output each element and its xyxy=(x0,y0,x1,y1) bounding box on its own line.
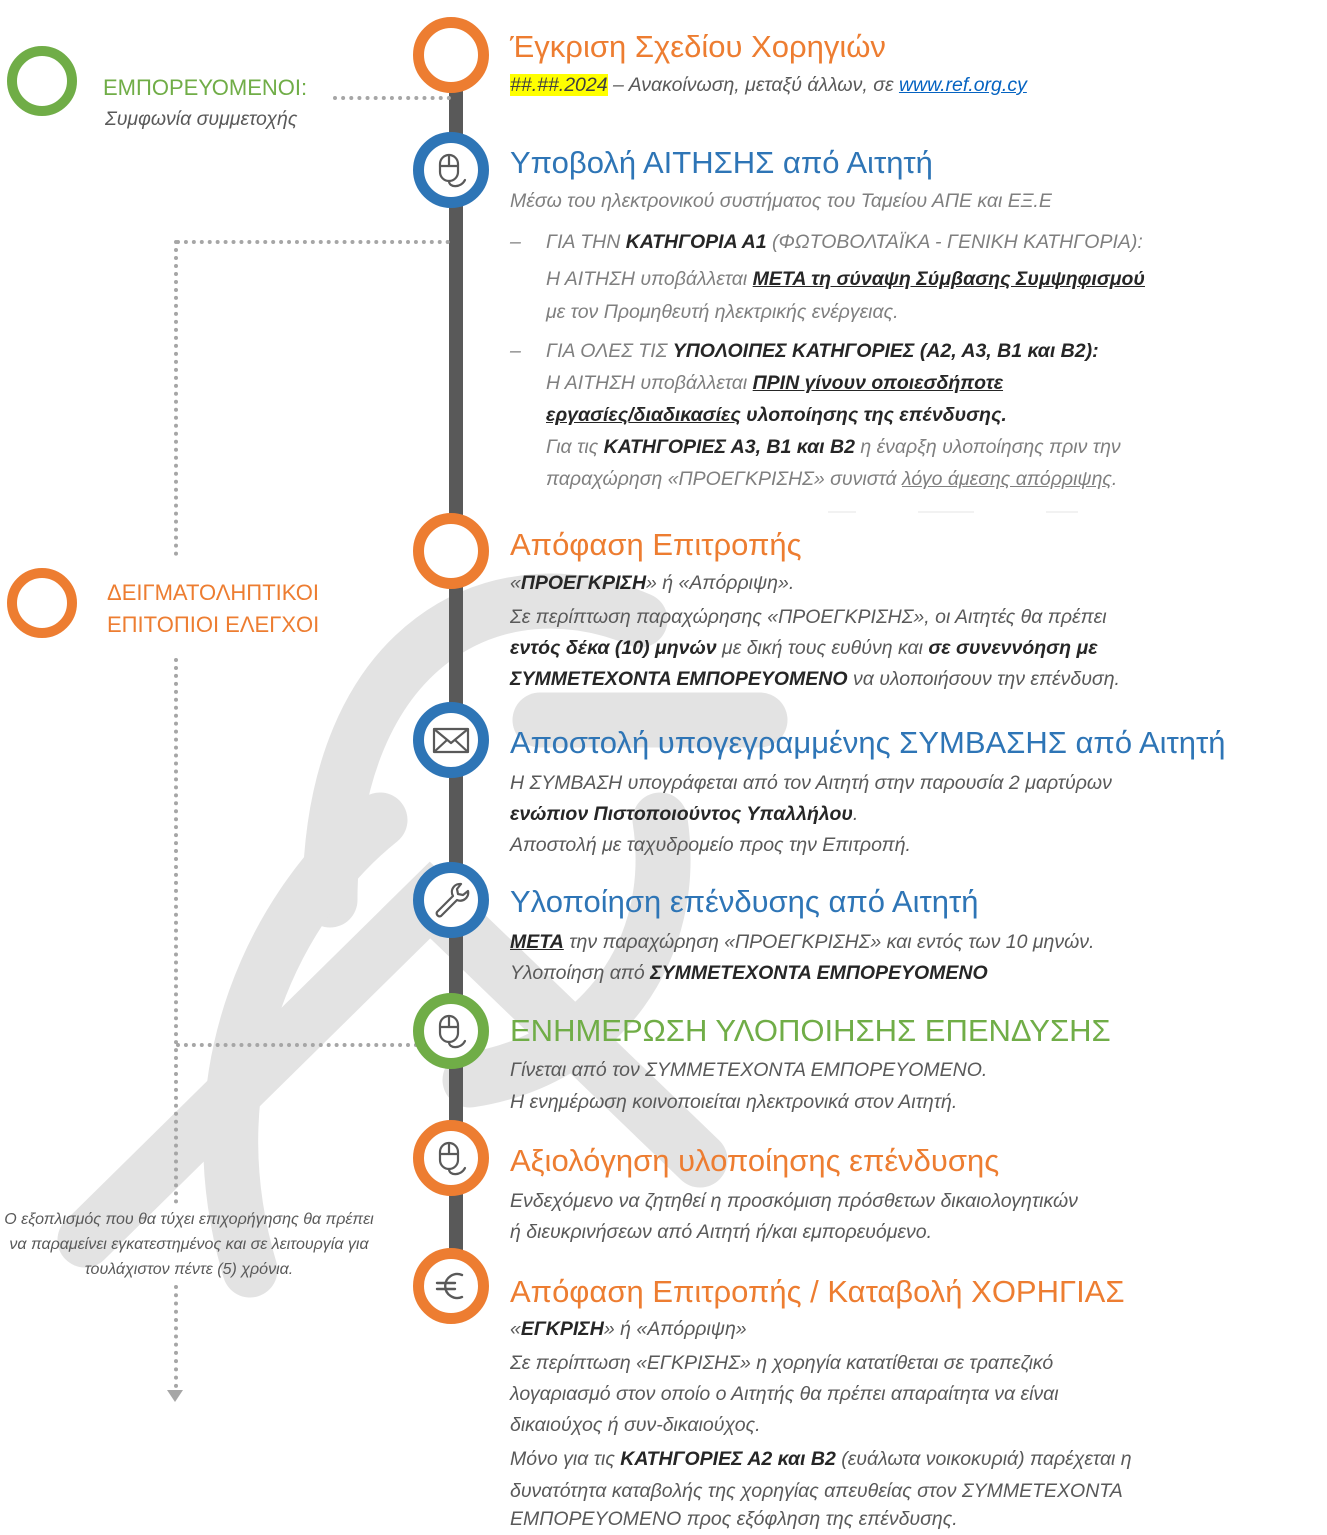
step-3-line1: «ΠΡΟΕΓΚΡΙΣΗ» ή «Απόρριψη». xyxy=(510,572,795,594)
step-8-line6: δυνατότητα καταβολής της χορηγίας απευθε… xyxy=(510,1480,1123,1502)
wrench-icon xyxy=(435,882,470,918)
step-4-line1: Η ΣΥΜΒΑΣΗ υπογράφεται από τον Αιτητή στη… xyxy=(510,772,1112,794)
step-7-title: Αξιολόγηση υλοποίησης επένδυσης xyxy=(510,1143,1000,1178)
inspection-line-top xyxy=(174,240,178,556)
step-3-line2: Σε περίπτωση παραχώρησης «ΠΡΟΕΓΚΡΙΣΗΣ», … xyxy=(510,606,1107,628)
ref-website-link[interactable]: www.ref.org.cy xyxy=(898,74,1027,96)
step-6-title: ΕΝΗΜΕΡΩΣΗ ΥΛΟΠΟΙΗΣΗΣ ΕΠΕΝΔΥΣΗΣ xyxy=(510,1013,1111,1048)
equipment-note: Ο εξοπλισμός που θα τύχει επιχορήγησης θ… xyxy=(4,1211,374,1278)
mouse-icon xyxy=(438,1141,467,1176)
step-8-line3: λογαριασμό στον οποίο ο Αιτητής θα πρέπε… xyxy=(510,1383,1059,1405)
step-5-circle xyxy=(413,862,489,938)
step-8-line1: «ΕΓΚΡΙΣΗ» ή «Απόρριψη» xyxy=(510,1318,747,1340)
step-2-title: Υποβολή ΑΙΤΗΣΗΣ από Αιτητή xyxy=(510,145,933,180)
step-2-rest-line2: Η ΑΙΤΗΣΗ υποβάλλεται ΠΡΙΝ γίνουν οποιεσδ… xyxy=(546,372,1004,394)
step-2-rest-line3: εργασίες/διαδικασίες υλοποίησης της επέν… xyxy=(546,404,1007,426)
inspections-title-line1: ΔΕΙΓΜΑΤΟΛΗΠΤΙΚΟΙ xyxy=(107,580,319,605)
traders-circle xyxy=(7,46,77,116)
step-2-rest-line5: παραχώρηση «ΠΡΟΕΓΚΡΙΣΗΣ» συνιστά λόγο άμ… xyxy=(546,468,1118,490)
step-4-line3: Αποστολή με ταχυδρομείο προς την Επιτροπ… xyxy=(510,834,911,856)
step-4-circle xyxy=(413,702,489,778)
euro-icon xyxy=(435,1272,464,1300)
step-2-rest-bullet: –ΓΙΑ ΟΛΕΣ ΤΙΣ ΥΠΟΛΟΙΠΕΣ ΚΑΤΗΓΟΡΙΕΣ (Α2, … xyxy=(510,340,1099,362)
step-4-title: Αποστολή υπογεγραμμένης ΣΥΜΒΑΣΗΣ από Αιτ… xyxy=(510,725,1226,760)
divider xyxy=(918,511,974,513)
inspections-circle xyxy=(7,568,77,638)
step-2-circle xyxy=(413,132,489,208)
traders-subtitle: Συμφωνία συμμετοχής xyxy=(105,108,298,130)
envelope-icon xyxy=(432,727,470,754)
application-connector xyxy=(176,240,450,244)
step-5-title: Υλοποίηση επένδυσης από Αιτητή xyxy=(510,884,979,919)
divider xyxy=(828,511,856,513)
update-connector xyxy=(176,1043,450,1047)
step-6-line2: Η ενημέρωση κοινοποιείται ηλεκτρονικά στ… xyxy=(510,1091,958,1113)
step-5-line1: ΜΕΤΑ την παραχώρηση «ΠΡΟΕΓΚΡΙΣΗΣ» και εν… xyxy=(510,931,1095,953)
step-2-rest-line4: Για τις ΚΑΤΗΓΟΡΙΕΣ Α3, Β1 και Β2 η έναρξ… xyxy=(546,436,1121,458)
step-1-date: ##.##.2024 xyxy=(510,74,608,96)
step-8-line7: ΕΜΠΟΡΕΥΟΜΕΝΟ προς εξόφληση της επένδυσης… xyxy=(510,1508,958,1530)
step-6-circle xyxy=(413,993,489,1069)
step-1-circle xyxy=(413,17,489,93)
step-8-circle xyxy=(413,1248,489,1324)
arrow-down-icon xyxy=(167,1390,183,1402)
step-2-a1-bullet: –ΓΙΑ ΤΗΝ ΚΑΤΗΓΟΡΙΑ Α1 (ΦΩΤΟΒΟΛΤΑΪΚΑ - ΓΕ… xyxy=(510,231,1143,253)
step-3-circle xyxy=(413,513,489,589)
mouse-icon xyxy=(438,1014,467,1049)
step-8-line2: Σε περίπτωση «ΕΓΚΡΙΣΗΣ» η χορηγία κατατί… xyxy=(510,1352,1054,1374)
duration-line xyxy=(174,1285,178,1388)
traders-connector xyxy=(333,96,451,100)
step-3-title: Απόφαση Επιτροπής xyxy=(510,527,802,562)
step-4-line2: ενώπιον Πιστοποιούντος Υπαλλήλου. xyxy=(510,803,859,825)
mouse-icon xyxy=(438,153,467,188)
step-6-line1: Γίνεται από τον ΣΥΜΜΕΤΕΧΟΝΤΑ ΕΜΠΟΡΕΥΟΜΕΝ… xyxy=(510,1059,988,1081)
step-7-line2: ή διευκρινήσεων από Αιτητή ή/και εμπορευ… xyxy=(510,1221,933,1243)
step-8-line5: Μόνο για τις ΚΑΤΗΓΟΡΙΕΣ Α2 και Β2 (ευάλω… xyxy=(510,1448,1132,1470)
step-5-line2: Υλοποίηση από ΣΥΜΜΕΤΕΧΟΝΤΑ ΕΜΠΟΡΕΥΟΜΕΝΟ xyxy=(510,962,988,984)
step-7-line1: Ενδεχόμενο να ζητηθεί η προσκόμιση πρόσθ… xyxy=(510,1190,1078,1212)
divider xyxy=(1046,511,1078,513)
inspections-title-line2: ΕΠΙΤΟΠΙΟΙ ΕΛΕΓΧΟΙ xyxy=(107,612,320,637)
step-1-title: Έγκριση Σχεδίου Χορηγιών xyxy=(510,29,886,64)
step-2-a1-line3: με τον Προμηθευτή ηλεκτρικής ενέργειας. xyxy=(546,301,899,323)
step-8-line4: δικαιούχος ή συν-δικαιούχος. xyxy=(510,1414,761,1436)
step-1-desc: ##.##.2024 – Ανακοίνωση, μεταξύ άλλων, σ… xyxy=(510,74,1027,96)
step-3-line3: εντός δέκα (10) μηνών με δική τους ευθύν… xyxy=(510,637,1098,659)
traders-title: ΕΜΠΟΡΕΥΟΜΕΝΟΙ: xyxy=(103,75,308,100)
step-3-line4: ΣΥΜΜΕΤΕΧΟΝΤΑ ΕΜΠΟΡΕΥΟΜΕΝΟ να υλοποιήσουν… xyxy=(510,668,1120,690)
step-7-circle xyxy=(413,1120,489,1196)
inspection-line-bottom xyxy=(174,658,178,1204)
step-2-a1-line2: Η ΑΙΤΗΣΗ υποβάλλεται ΜΕΤΑ τη σύναψη Σύμβ… xyxy=(546,268,1145,290)
step-8-title: Απόφαση Επιτροπής / Καταβολή ΧΟΡΗΓΙΑΣ xyxy=(510,1274,1125,1309)
step-2-desc: Μέσω του ηλεκτρονικού συστήματος του Ταμ… xyxy=(510,190,1052,212)
